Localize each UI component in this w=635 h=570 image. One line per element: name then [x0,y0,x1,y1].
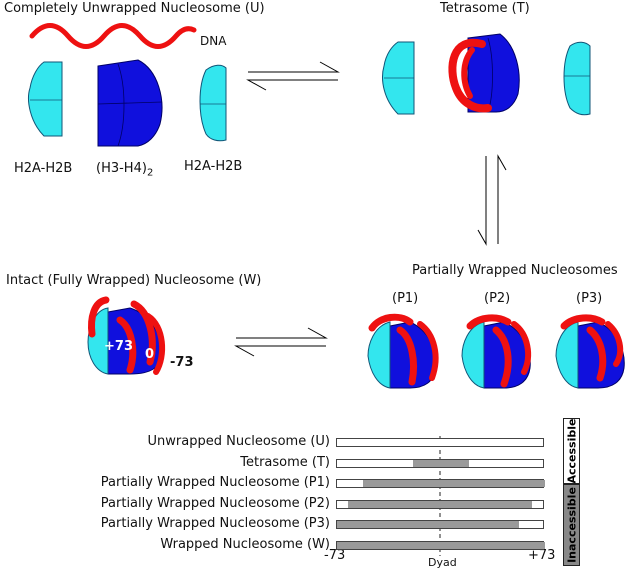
equilibrium-arrow-u-t [246,61,340,91]
equilibrium-arrow-w-p [234,327,328,357]
h2a-h2b-left-label: H2A-H2B [14,161,73,176]
accessibility-bar [336,458,544,468]
intact-nucleosome-shape [87,296,166,375]
h3-h4-shape [97,59,163,147]
inaccessible-segment [337,521,520,528]
p3-nucleosome-shape [555,314,625,389]
p2-label: (P2) [484,291,511,306]
inaccessible-segment [337,541,545,549]
plus73-label: +73 [104,339,133,354]
row-label: Tetrasome (T) [240,454,330,470]
accessibility-bar [336,540,545,550]
p2-nucleosome-shape [461,314,532,389]
minus73-label: -73 [170,355,194,370]
h2a-h2b-left-shape [28,61,63,137]
legend-accessible: Accessible [563,418,580,484]
partial-title: Partially Wrapped Nucleosomes [412,263,618,278]
p1-nucleosome-shape [367,313,439,389]
intact-title: Intact (Fully Wrapped) Nucleosome (W) [6,273,262,288]
inaccessible-segment [348,500,533,508]
inaccessible-segment [362,480,545,487]
dna-wave [29,23,197,49]
h2a-h2b-right-shape [199,64,227,142]
p3-label: (P3) [576,291,603,306]
equilibrium-arrow-t-p [477,154,507,246]
h3-h4-label: (H3-H4)2 [96,161,154,179]
row-label: Wrapped Nucleosome (W) [160,536,330,552]
h2a-h2b-right-label: H2A-H2B [184,159,243,174]
dna-label: DNA [200,34,227,48]
accessibility-bar [336,438,544,447]
accessibility-bar [336,499,544,509]
zero-label: 0 [145,347,155,362]
row-label: Partially Wrapped Nucleosome (P2) [100,495,330,511]
tetrasome-shape [382,33,591,116]
inaccessible-segment [412,459,470,467]
row-label: Partially Wrapped Nucleosome (P1) [100,475,330,490]
unwrapped-title: Completely Unwrapped Nucleosome (U) [4,1,265,16]
row-label: Partially Wrapped Nucleosome (P3) [100,516,330,531]
p1-label: (P1) [392,291,419,306]
accessibility-bar [336,479,545,488]
axis-max-label: +73 [528,548,556,563]
legend-inaccessible: Inaccessible [563,484,580,566]
row-label: Unwrapped Nucleosome (U) [147,434,330,449]
axis-min-label: -73 [324,548,346,563]
tetrasome-title: Tetrasome (T) [440,1,530,16]
accessibility-bar [336,520,544,529]
dyad-label: Dyad [428,556,457,569]
